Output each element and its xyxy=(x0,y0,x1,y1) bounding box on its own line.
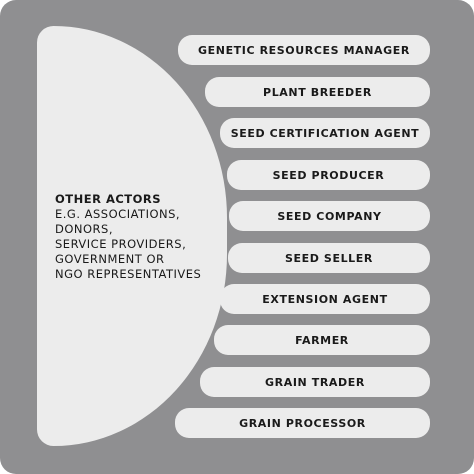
role-plant-breeder: PLANT BREEDER xyxy=(205,77,430,107)
role-seed-seller: SEED SELLER xyxy=(228,243,430,273)
role-seed-certification-agent: SEED CERTIFICATION AGENT xyxy=(220,118,430,148)
other-actors-line: E.G. ASSOCIATIONS, xyxy=(55,207,181,221)
role-seed-company: SEED COMPANY xyxy=(229,201,430,231)
role-seed-producer: SEED PRODUCER xyxy=(227,160,430,190)
other-actors-line: DONORS, xyxy=(55,222,114,236)
role-extension-agent: EXTENSION AGENT xyxy=(220,284,430,314)
role-grain-trader: GRAIN TRADER xyxy=(200,367,430,397)
other-actors-text: OTHER ACTORS E.G. ASSOCIATIONS, DONORS, … xyxy=(55,192,225,282)
other-actors-line: NGO REPRESENTATIVES xyxy=(55,267,202,281)
other-actors-line: SERVICE PROVIDERS, xyxy=(55,237,187,251)
role-genetic-resources-manager: GENETIC RESOURCES MANAGER xyxy=(178,35,430,65)
other-actors-line: GOVERNMENT OR xyxy=(55,252,165,266)
role-grain-processor: GRAIN PROCESSOR xyxy=(175,408,430,438)
role-farmer: FARMER xyxy=(214,325,430,355)
other-actors-heading: OTHER ACTORS xyxy=(55,192,162,206)
